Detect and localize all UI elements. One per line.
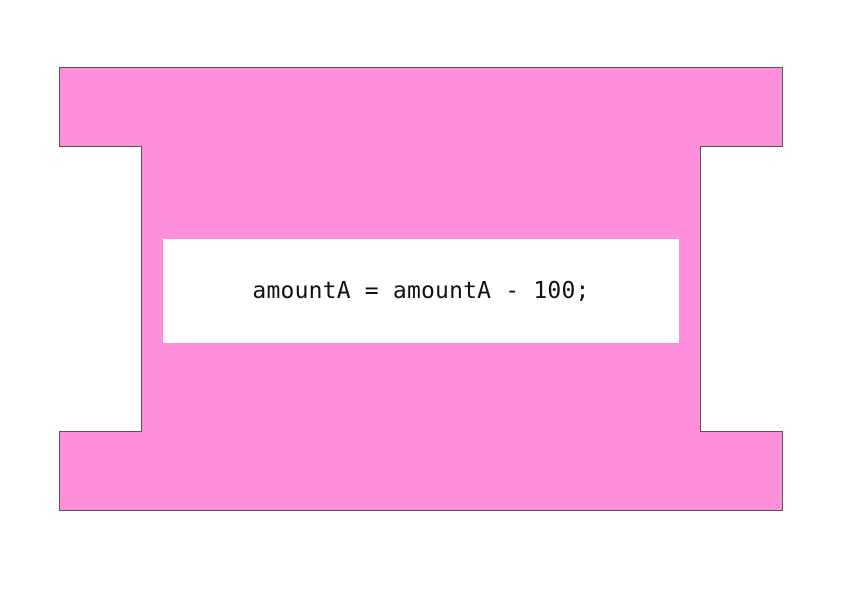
code-box: amountA = amountA - 100; bbox=[163, 239, 679, 343]
statement-code-text: amountA = amountA - 100; bbox=[252, 278, 590, 304]
